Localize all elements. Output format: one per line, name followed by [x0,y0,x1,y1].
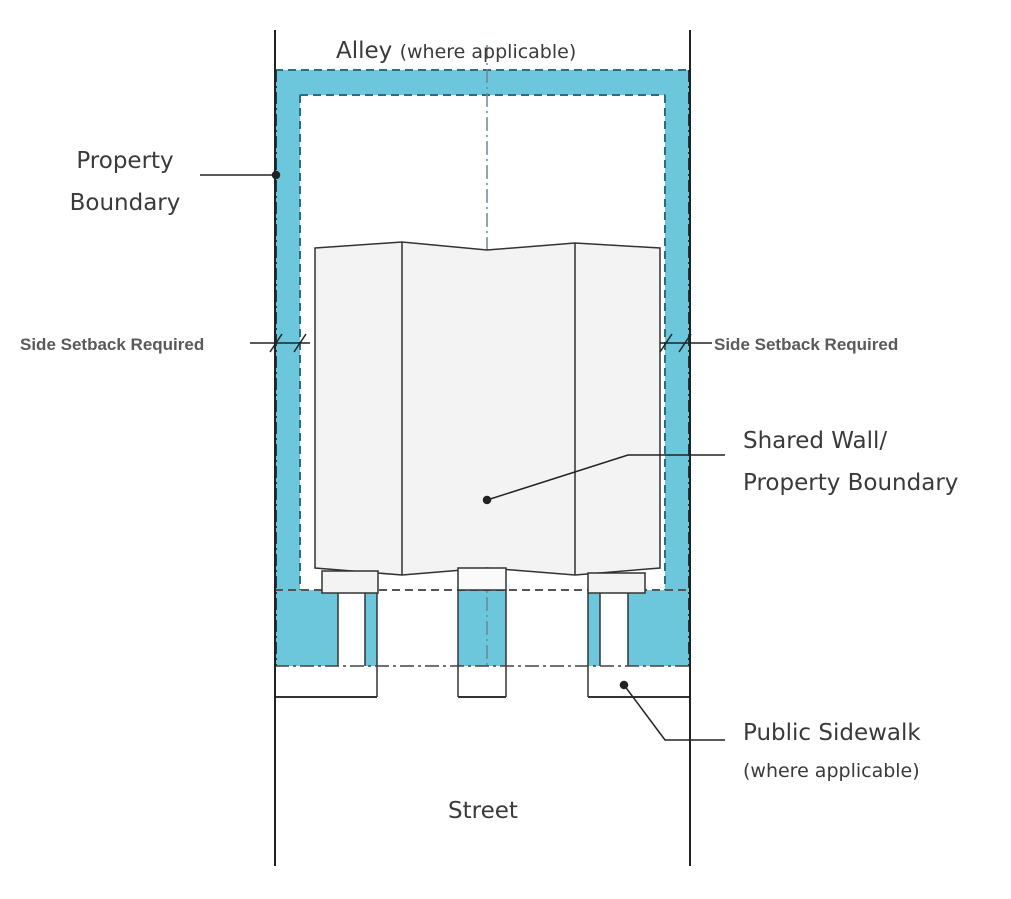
porch-right [587,572,646,594]
front-setback-right-strip [588,590,600,666]
property-boundary-label-2: Boundary [70,190,181,216]
walkways [337,590,629,697]
shared-wall-label-1: Shared Wall/ [743,428,887,454]
rear-setback [275,70,690,95]
alley-label: Alley (where applicable) [336,38,576,64]
front-setback-center [458,590,506,666]
front-setback-left-strip [365,590,377,666]
leaders [200,170,725,741]
right-side-setback [665,70,690,590]
left-side-setback [275,70,300,590]
street-label: Street [448,798,518,824]
porch-center [457,567,507,591]
front-setback-left [275,590,338,666]
sidewalk-label-2: (where applicable) [743,760,920,782]
sidewalk-label-1: Public Sidewalk [743,720,921,746]
setback-areas [275,70,690,666]
property-boundary-label-1: Property [76,148,173,174]
side-setback-right-label: Side Setback Required [714,335,898,354]
shared-wall-label-2: Property Boundary [743,470,958,496]
porch-left [321,570,379,594]
front-setback-right [628,590,690,666]
building [314,241,661,594]
side-setback-left-label: Side Setback Required [20,335,204,354]
